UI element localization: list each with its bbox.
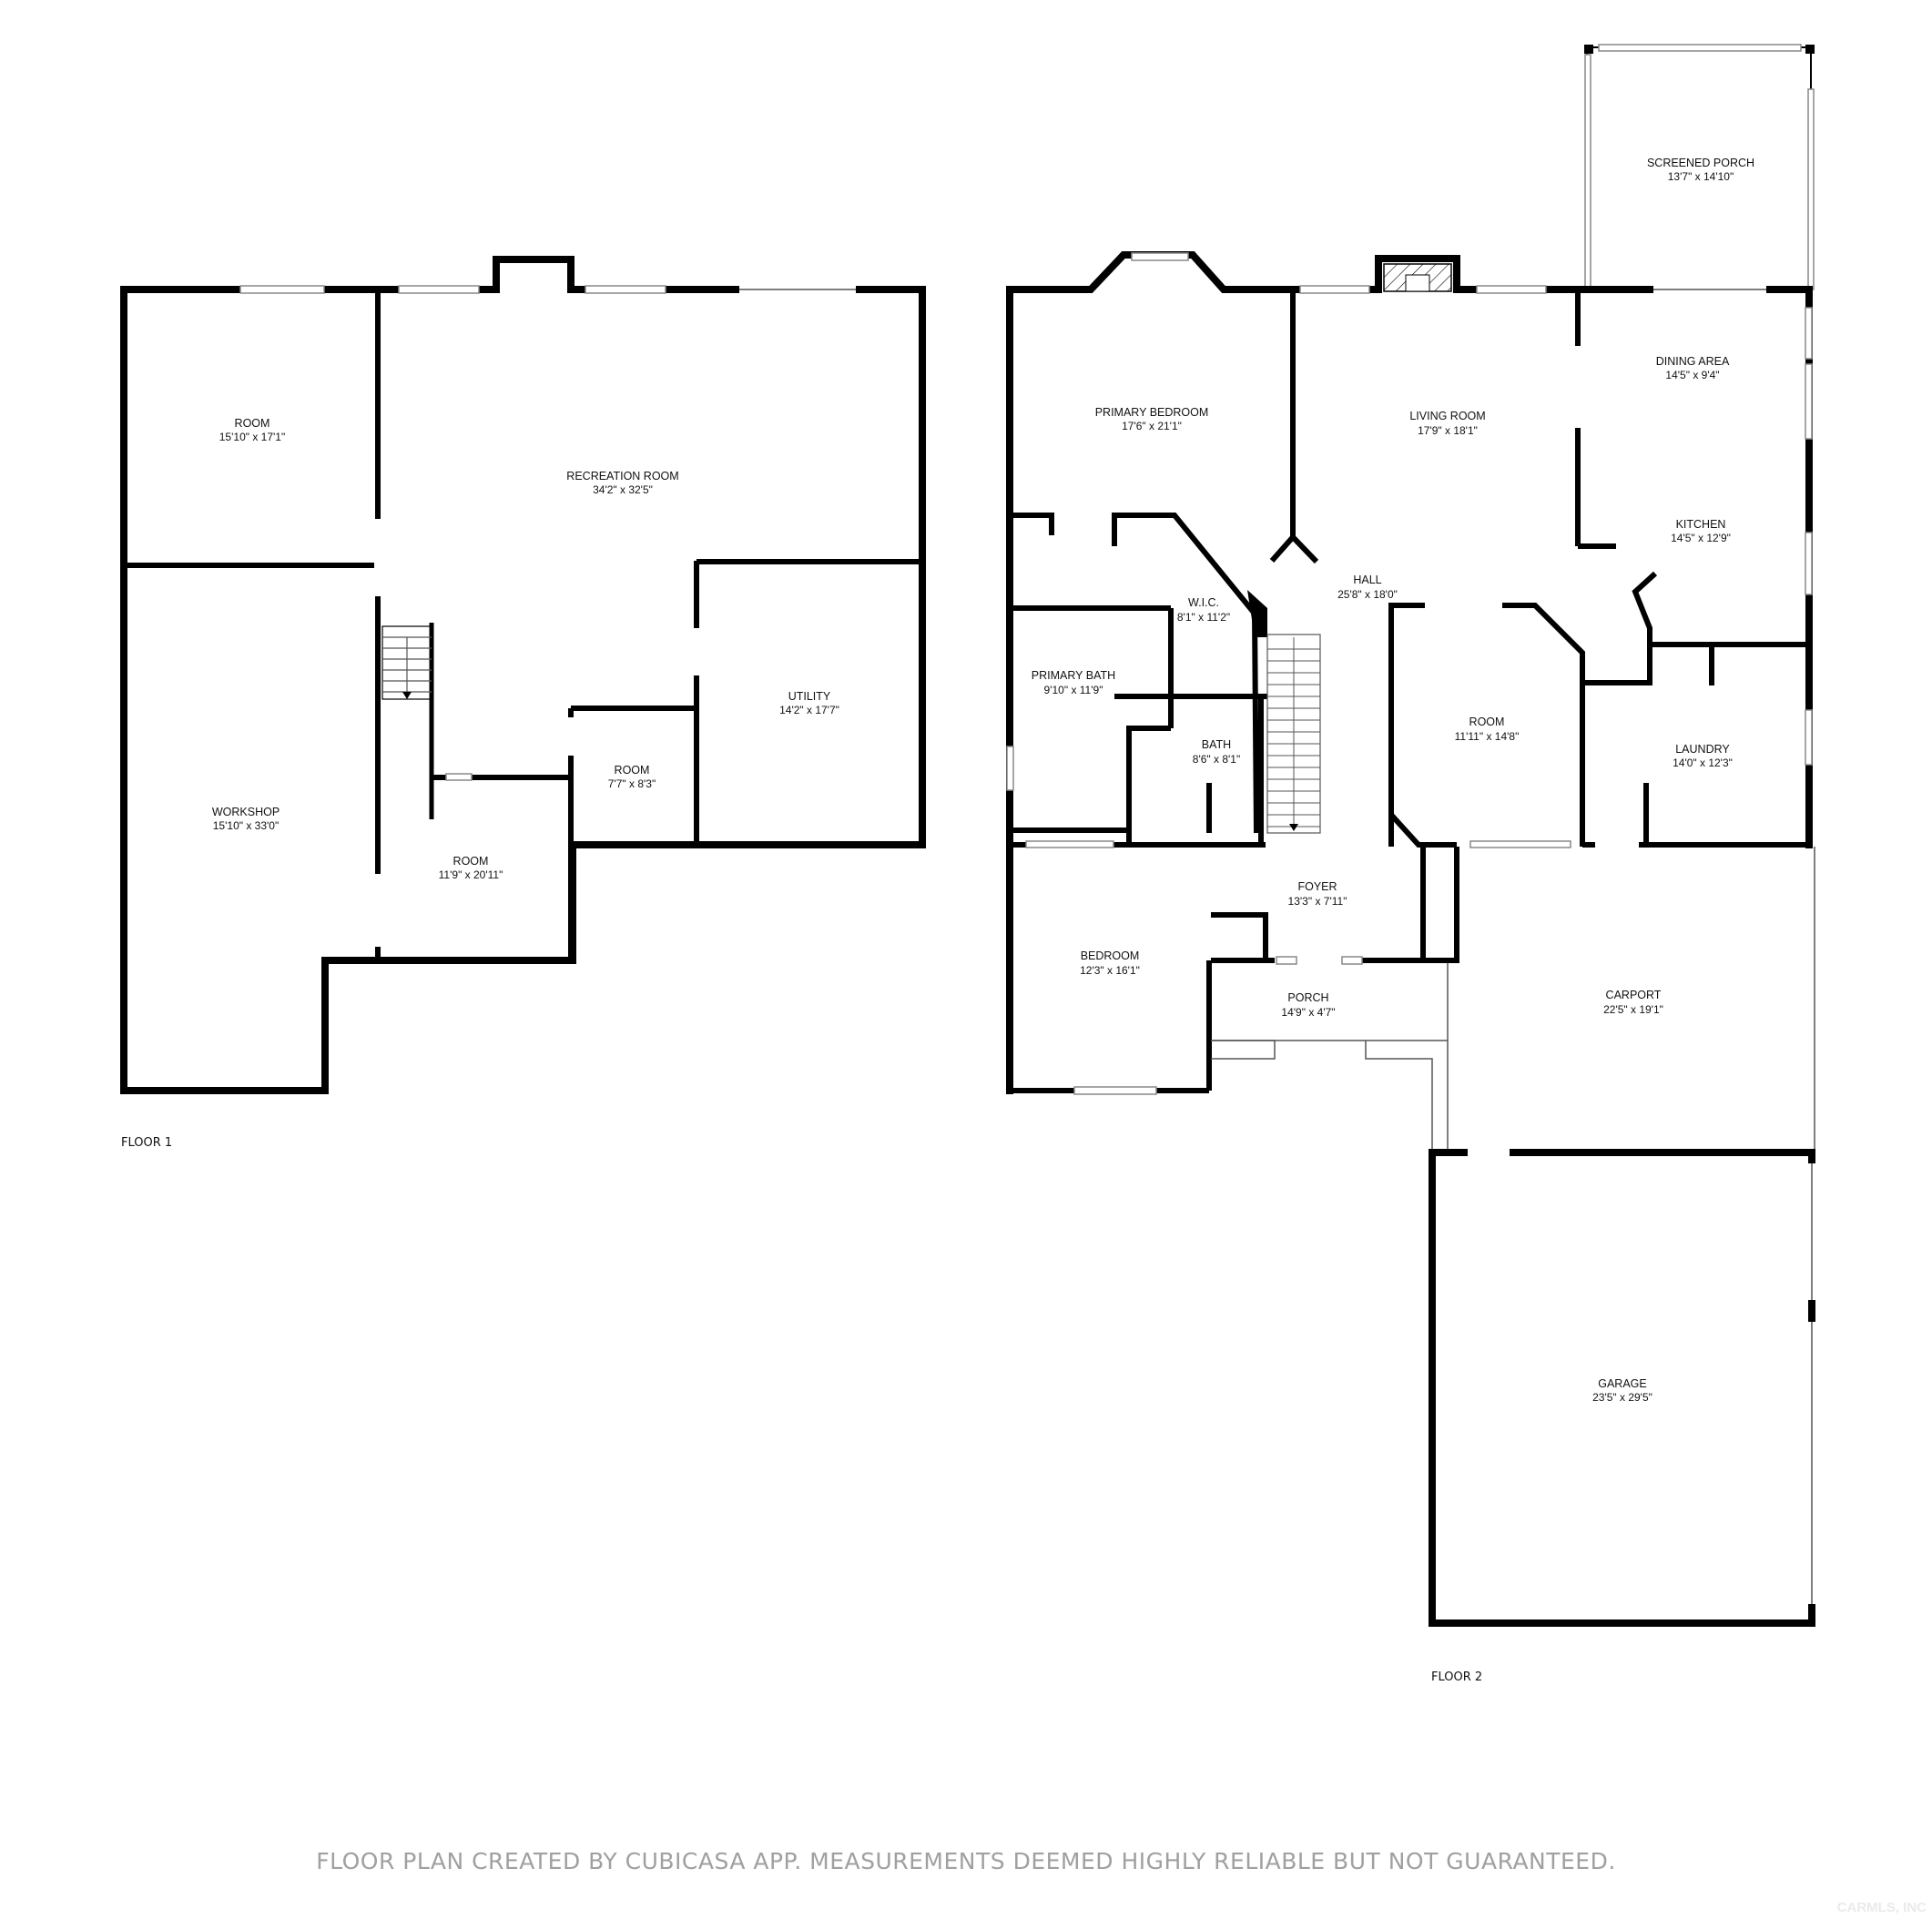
room-dims: 13'3" x 7'11" xyxy=(1288,895,1347,908)
room-label: RECREATION ROOM xyxy=(566,470,678,482)
room-dims: 13'7" x 14'10" xyxy=(1668,170,1734,183)
room-dims: 23'5" x 29'5" xyxy=(1592,1391,1652,1404)
room-dims: 17'9" x 18'1" xyxy=(1418,424,1478,437)
floor-1-label: FLOOR 1 xyxy=(121,1136,172,1150)
room-dims: 15'10" x 33'0" xyxy=(213,819,280,832)
room-dims: 8'1" x 11'2" xyxy=(1177,611,1230,624)
room-label: KITCHEN xyxy=(1676,518,1726,531)
disclaimer-text: FLOOR PLAN CREATED BY CUBICASA APP. MEAS… xyxy=(316,1848,1616,1874)
room-label: CARPORT xyxy=(1606,989,1662,1001)
room-dims: 11'9" x 20'11" xyxy=(439,868,503,881)
room-label: PORCH xyxy=(1287,991,1328,1004)
room-label: HALL xyxy=(1353,574,1381,586)
room-label: FOYER xyxy=(1297,880,1337,893)
room-dims: 17'6" x 21'1" xyxy=(1122,420,1182,432)
room-dims: 7'7" x 8'3" xyxy=(608,777,656,790)
room-dims: 8'6" x 8'1" xyxy=(1193,753,1240,766)
room-label: BATH xyxy=(1202,738,1231,751)
room-dims: 14'2" x 17'7" xyxy=(779,704,839,716)
room-label: ROOM xyxy=(1469,716,1505,728)
room-dims: 25'8" x 18'0" xyxy=(1337,588,1398,601)
room-dims: 14'9" x 4'7" xyxy=(1281,1006,1335,1019)
room-label: UTILITY xyxy=(788,690,831,703)
room-label: PRIMARY BEDROOM xyxy=(1095,406,1209,419)
room-dims: 14'5" x 12'9" xyxy=(1671,532,1731,544)
room-label: ROOM xyxy=(453,855,489,868)
room-label: BEDROOM xyxy=(1081,949,1140,962)
room-dims: 22'5" x 19'1" xyxy=(1603,1003,1663,1016)
room-dims: 15'10" x 17'1" xyxy=(219,431,286,443)
room-dims: 14'5" x 9'4" xyxy=(1665,369,1719,381)
watermark: CARMLS, INC xyxy=(1836,1900,1927,1915)
room-dims: 9'10" x 11'9" xyxy=(1044,684,1103,696)
room-label: PRIMARY BATH xyxy=(1032,669,1115,682)
room-dims: 14'0" x 12'3" xyxy=(1673,756,1733,769)
room-label: ROOM xyxy=(615,764,650,777)
room-label: GARAGE xyxy=(1598,1377,1647,1390)
floor-1-plan: ROOM 15'10" x 17'1" RECREATION ROOM 34'2… xyxy=(120,256,926,1150)
room-label: WORKSHOP xyxy=(212,806,280,818)
room-dims: 12'3" x 16'1" xyxy=(1080,964,1140,977)
room-label: DINING AREA xyxy=(1656,355,1730,368)
room-label: LIVING ROOM xyxy=(1409,410,1485,422)
room-label: LAUNDRY xyxy=(1675,743,1730,756)
room-label: W.I.C. xyxy=(1188,596,1219,609)
floor-2-plan: SCREENED PORCH 13'7" x 14'10" PRIMARY BE… xyxy=(1006,44,1816,1684)
room-label: ROOM xyxy=(235,417,270,430)
room-dims: 11'11" x 14'8" xyxy=(1455,730,1520,743)
room-dims: 34'2" x 32'5" xyxy=(593,483,653,496)
floor-2-label: FLOOR 2 xyxy=(1431,1670,1482,1684)
room-label: SCREENED PORCH xyxy=(1647,157,1754,169)
